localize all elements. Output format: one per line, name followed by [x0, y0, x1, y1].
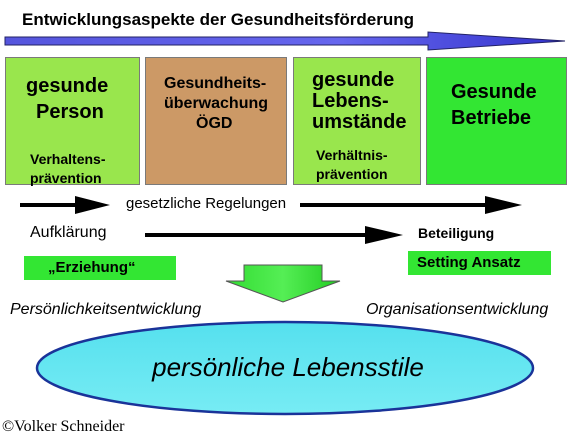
center-down-arrow: [225, 264, 341, 303]
box2-line2: überwachung: [164, 95, 269, 112]
regelungen-label: gesetzliche Regelungen: [126, 195, 287, 212]
box3-line1: gesunde: [312, 69, 395, 91]
box-gesundheitsueberwachung: Gesundheits- überwachung ÖGD: [145, 57, 287, 185]
box3-sub1: Verhältnis-: [316, 147, 388, 163]
aufklaerung-arrowhead: [365, 226, 403, 244]
box4-line1: Gesunde: [451, 81, 537, 103]
organisationsentwicklung-label: Organisationsentwicklung: [366, 301, 549, 318]
copyright-label: ©Volker Schneider: [2, 418, 125, 435]
box1-line1: gesunde: [26, 75, 109, 97]
box2-line1: Gesundheits-: [164, 75, 267, 92]
top-direction-arrow: [4, 31, 566, 51]
regelungen-arrowhead-right: [485, 196, 522, 214]
regelungen-arrowhead-left: [75, 196, 110, 214]
box3-line3: umstände: [312, 111, 407, 133]
box4-line2: Betriebe: [451, 107, 532, 129]
setting-ansatz-tag: Setting Ansatz: [408, 251, 551, 275]
lebensstile-label: persönliche Lebensstile: [152, 352, 424, 382]
box1-sub1: Verhaltens-: [30, 151, 106, 167]
diagram-title: Entwicklungsaspekte der Gesundheitsförde…: [22, 10, 415, 29]
aufklaerung-label: Aufklärung: [30, 224, 107, 241]
box3-line2: Lebens-: [312, 90, 389, 112]
box1-sub2: prävention: [30, 170, 102, 186]
erziehung-tag: „Erziehung“: [24, 256, 176, 280]
persoenlichkeitsentwicklung-label: Persönlichkeitsentwicklung: [10, 301, 202, 318]
box-gesunde-betriebe: Gesunde Betriebe: [426, 57, 567, 185]
box3-sub2: prävention: [316, 166, 388, 182]
beteiligung-label: Beteiligung: [418, 225, 495, 241]
box-gesunde-lebensumstaende: gesunde Lebens- umstände Verhältnis- prä…: [293, 57, 421, 185]
box1-line2: Person: [36, 101, 104, 123]
box-gesunde-person: gesunde Person Verhaltens- prävention: [5, 57, 140, 186]
lifestyle-ellipse: [35, 320, 535, 416]
box2-line3: ÖGD: [196, 115, 233, 132]
